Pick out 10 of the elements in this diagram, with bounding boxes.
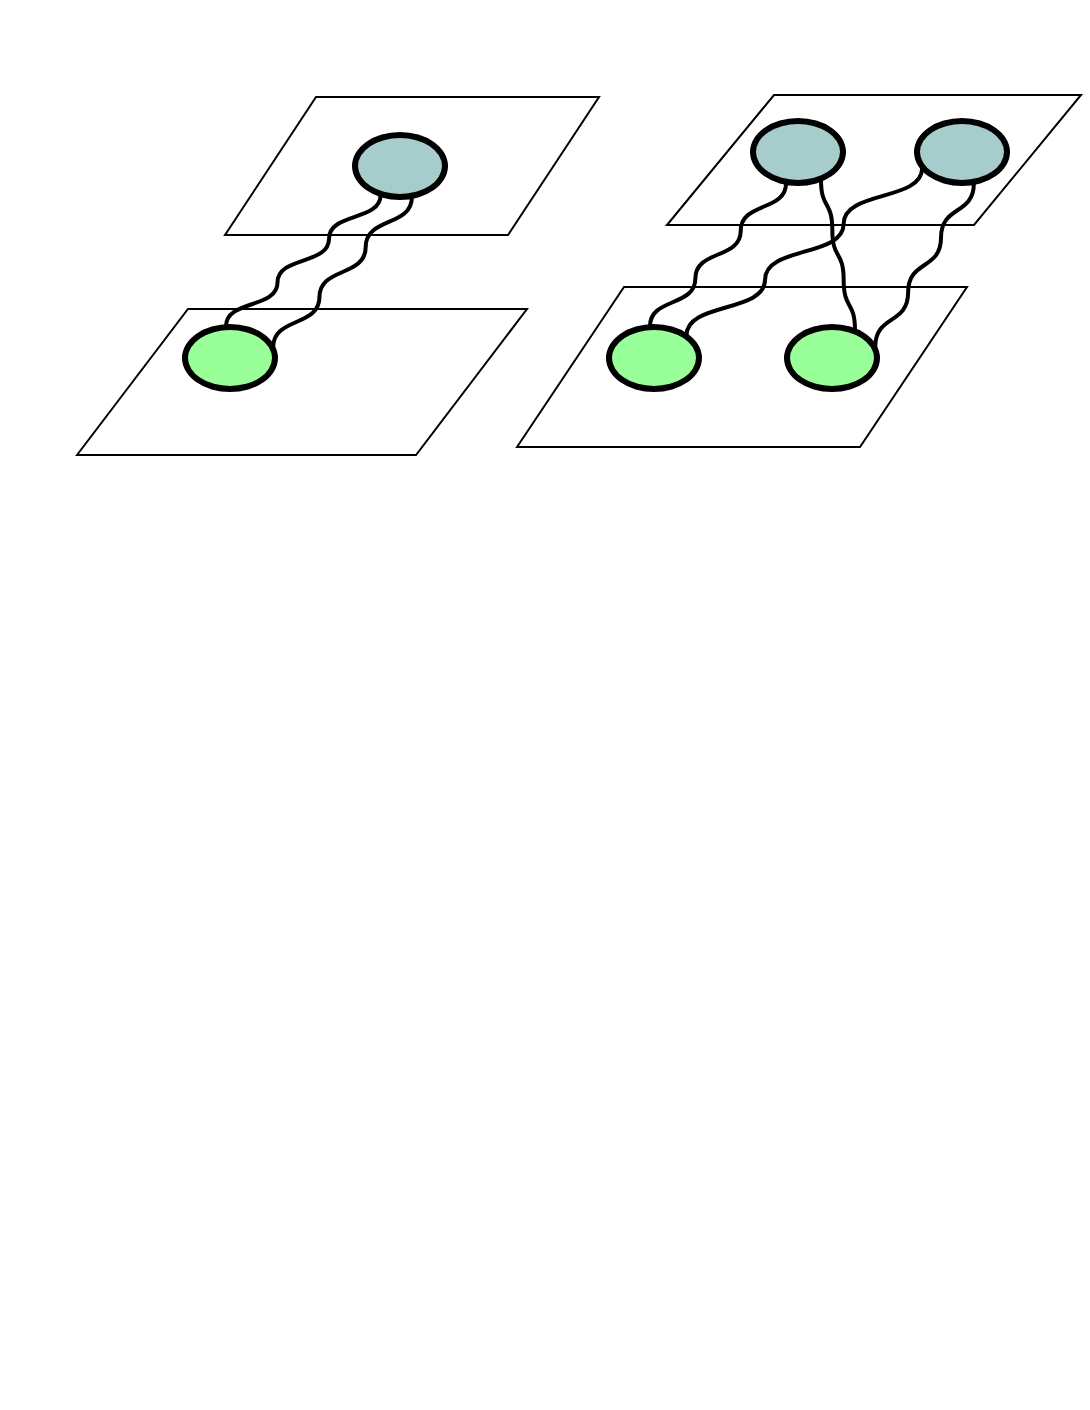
wavy-connector [224, 194, 383, 327]
plane [666, 94, 1082, 226]
plane [76, 308, 528, 456]
plane [516, 286, 968, 448]
plane [224, 96, 600, 236]
wavy-connector [819, 179, 857, 331]
wavy-connector [873, 182, 976, 348]
wavy-connector [648, 182, 789, 327]
wavy-connector [271, 196, 414, 348]
wavy-connector [684, 167, 925, 336]
